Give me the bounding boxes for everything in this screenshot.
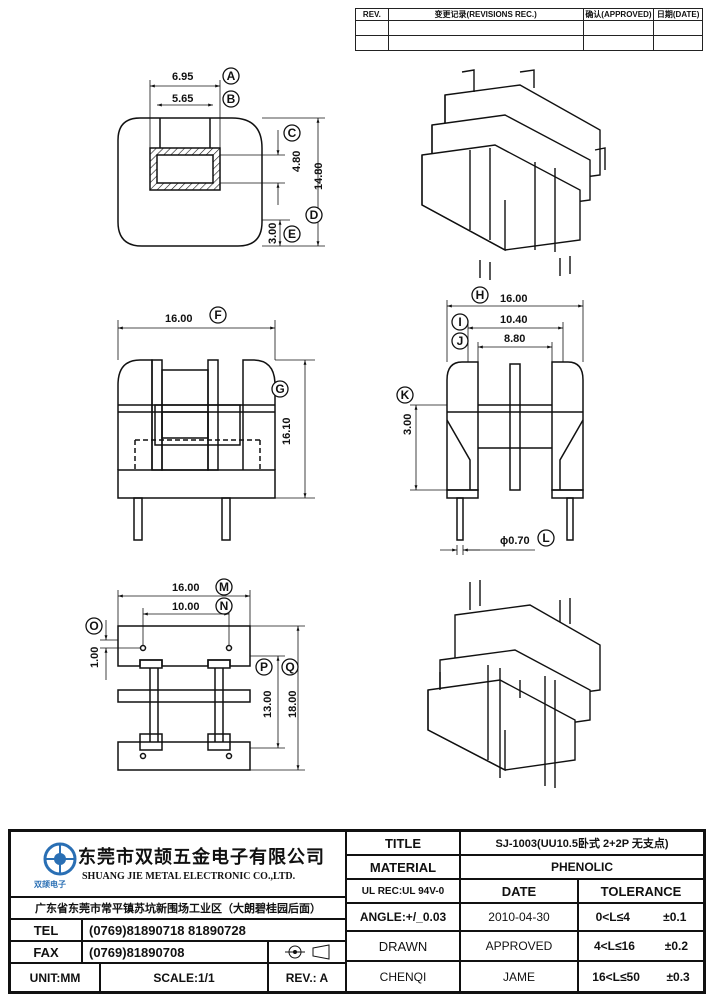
tel-label: TEL bbox=[10, 919, 82, 941]
marker-n: N bbox=[215, 597, 233, 615]
marker-j: J bbox=[451, 332, 469, 350]
material-value: PHENOLIC bbox=[460, 855, 704, 879]
title-label: TITLE bbox=[346, 831, 460, 855]
svg-text:M: M bbox=[219, 580, 229, 594]
fax-value: (0769)81890708 bbox=[82, 941, 268, 963]
dim-e: 3.00 bbox=[267, 223, 279, 244]
dim-a: 6.95 bbox=[172, 71, 193, 83]
marker-c: C bbox=[283, 124, 301, 142]
tol2-value: ±0.2 bbox=[664, 939, 689, 953]
dim-j: 8.80 bbox=[504, 333, 525, 345]
dim-l: ϕ0.70 bbox=[500, 535, 530, 547]
angle-tolerance: ANGLE:+/_0.03 bbox=[346, 903, 460, 931]
company-name-cn: 东莞市双颉五金电子有限公司 bbox=[78, 847, 325, 867]
marker-h: H bbox=[471, 286, 489, 304]
fax-label: FAX bbox=[10, 941, 82, 963]
logo-text: 双颉电子 bbox=[34, 880, 66, 889]
material-label: MATERIAL bbox=[346, 855, 460, 879]
dim-b: 5.65 bbox=[172, 93, 193, 105]
svg-text:H: H bbox=[476, 288, 485, 302]
projection-symbol bbox=[268, 941, 346, 963]
dim-d: 14.80 bbox=[313, 162, 325, 190]
dim-i: 10.40 bbox=[500, 314, 528, 326]
unit: UNIT:MM bbox=[10, 963, 100, 992]
dim-p: 13.00 bbox=[262, 690, 274, 718]
tolerance-row-3: 16<L≤50 ±0.3 bbox=[578, 961, 704, 992]
marker-a: A bbox=[222, 67, 240, 85]
svg-text:Q: Q bbox=[285, 660, 294, 674]
marker-k: K bbox=[396, 386, 414, 404]
dim-h: 16.00 bbox=[500, 293, 528, 305]
svg-text:B: B bbox=[227, 92, 236, 106]
title-block: 双颉电子 东莞市双颉五金电子有限公司 SHUANG JIE METAL ELEC… bbox=[8, 829, 706, 994]
marker-g: G bbox=[271, 380, 289, 398]
svg-text:I: I bbox=[458, 315, 461, 329]
company-logo bbox=[40, 841, 80, 881]
tolerance-row-1: 0<L≤4 ±0.1 bbox=[578, 903, 704, 931]
dim-q: 18.00 bbox=[287, 690, 299, 718]
svg-text:O: O bbox=[89, 619, 98, 633]
bottom-view bbox=[117, 625, 251, 771]
marker-f: F bbox=[209, 306, 227, 324]
tel-value: (0769)81890718 81890728 bbox=[82, 919, 346, 941]
company-name-en: SHUANG JIE METAL ELECTRONIC CO.,LTD. bbox=[82, 871, 296, 882]
marker-e: E bbox=[283, 225, 301, 243]
dim-m: 16.00 bbox=[172, 582, 200, 594]
svg-text:L: L bbox=[542, 531, 549, 545]
revision: REV.: A bbox=[268, 963, 346, 992]
isometric-top bbox=[421, 69, 606, 280]
drawn-value: CHENQI bbox=[346, 961, 460, 992]
tolerance-label: TOLERANCE bbox=[578, 879, 704, 903]
dim-c: 4.80 bbox=[291, 151, 303, 172]
dim-o: 1.00 bbox=[89, 647, 101, 668]
marker-b: B bbox=[222, 90, 240, 108]
tol3-value: ±0.3 bbox=[666, 969, 690, 984]
marker-p: P bbox=[255, 658, 273, 676]
drawn-label: DRAWN bbox=[346, 931, 460, 961]
marker-l: L bbox=[537, 529, 555, 547]
svg-text:G: G bbox=[275, 382, 284, 396]
marker-o: O bbox=[85, 617, 103, 635]
ul-rec: UL REC:UL 94V-0 bbox=[346, 879, 460, 903]
front-view bbox=[117, 359, 276, 541]
company-address: 广东省东莞市常平镇苏坑新围场工业区（大朗碧桂园后面） bbox=[10, 897, 346, 919]
dim-f: 16.00 bbox=[165, 313, 193, 325]
date-value: 2010-04-30 bbox=[460, 903, 578, 931]
svg-text:N: N bbox=[220, 599, 229, 613]
company-area bbox=[10, 831, 346, 897]
marker-m: M bbox=[215, 578, 233, 596]
svg-text:F: F bbox=[214, 308, 221, 322]
svg-text:K: K bbox=[401, 388, 410, 402]
svg-text:A: A bbox=[227, 69, 236, 83]
dim-k: 3.00 bbox=[402, 414, 414, 435]
revision-table: REV. 变更记录(REVISIONS REC.) 确认(APPROVED) 日… bbox=[355, 8, 703, 51]
isometric-bottom bbox=[427, 580, 601, 788]
tol1-range: 0<L≤4 bbox=[595, 910, 630, 924]
tol1-value: ±0.1 bbox=[663, 910, 687, 924]
svg-text:P: P bbox=[260, 660, 268, 674]
end-view bbox=[117, 117, 263, 247]
marker-q: Q bbox=[281, 658, 299, 676]
date-label: DATE bbox=[460, 879, 578, 903]
svg-text:E: E bbox=[288, 227, 296, 241]
title-value: SJ-1003(UU10.5卧式 2+2P 无支点) bbox=[460, 831, 704, 855]
dim-g: 16.10 bbox=[281, 417, 293, 445]
svg-text:D: D bbox=[310, 208, 319, 222]
scale: SCALE:1/1 bbox=[100, 963, 268, 992]
approved-label: APPROVED bbox=[460, 931, 578, 961]
marker-d: D bbox=[305, 206, 323, 224]
svg-text:C: C bbox=[288, 126, 297, 140]
tol3-range: 16<L≤50 bbox=[592, 969, 640, 984]
technical-drawing: 6.95 5.65 4.80 14.80 3.00 16.00 16.10 16… bbox=[85, 67, 606, 788]
dim-n: 10.00 bbox=[172, 601, 200, 613]
approved-value: JAME bbox=[460, 961, 578, 992]
side-view bbox=[446, 361, 584, 541]
tol2-range: 4<L≤16 bbox=[593, 939, 635, 953]
marker-i: I bbox=[451, 313, 469, 331]
svg-text:J: J bbox=[457, 334, 464, 348]
tolerance-row-2: 4<L≤16 ±0.2 bbox=[578, 931, 704, 961]
